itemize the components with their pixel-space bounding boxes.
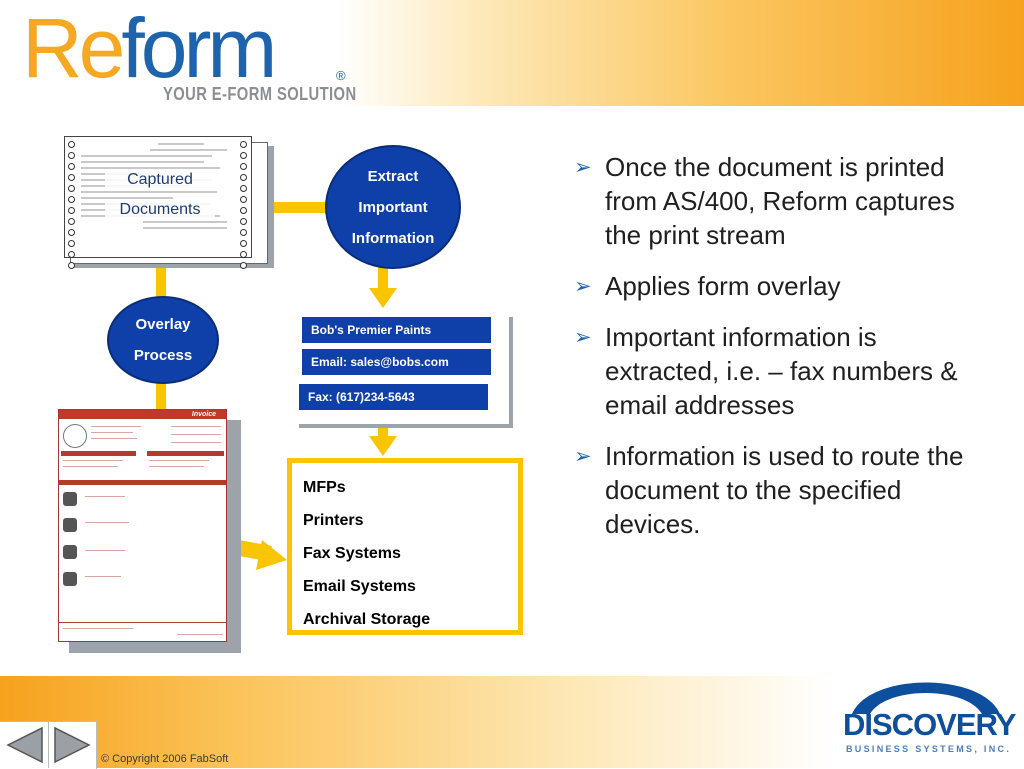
discovery-subtitle: BUSINESS SYSTEMS, INC. (846, 744, 1012, 754)
captured-document: Captured Documents (64, 136, 252, 269)
product-icon (63, 518, 77, 532)
connector-doc-overlay (156, 256, 166, 300)
logo-wordmark: Reform (22, 1, 277, 95)
next-slide-button[interactable] (52, 726, 92, 764)
connector-overlay-invoice (156, 380, 166, 410)
device-mfps: MFPs (303, 479, 346, 496)
reform-logo: Reform ® YOUR E-FORM SOLUTION (22, 4, 382, 104)
registered-mark: ® (336, 68, 346, 83)
bullet-arrow-icon: ➢ (574, 156, 592, 179)
bullet-item: ➢Important information is extracted, i.e… (574, 322, 958, 420)
discovery-arch-icon (852, 682, 1000, 714)
arrow-to-devices-left (256, 540, 287, 570)
connector-extract-fields (378, 266, 388, 290)
bullet-item: ➢Applies form overlay (574, 269, 994, 303)
header-bar (0, 0, 1024, 106)
extract-bubble: Extract Important Information (325, 145, 461, 269)
tractor-holes-right (240, 141, 248, 269)
copyright-text: © Copyright 2006 FabSoft (101, 753, 229, 765)
captured-label-line1: Captured (105, 171, 215, 189)
discovery-wordmark: DISCOVERY (843, 707, 1016, 742)
devices-box: MFPs Printers Fax Systems Email Systems … (287, 458, 523, 635)
bullet-arrow-icon: ➢ (574, 275, 592, 298)
field-company: Bob's Premier Paints (302, 317, 491, 343)
bullet-item: ➢Once the document is printed from AS/40… (574, 152, 955, 250)
connector-fields-devices (378, 424, 388, 438)
bullet-arrow-icon: ➢ (574, 445, 592, 468)
product-icon (63, 572, 77, 586)
logo-tagline: YOUR E-FORM SOLUTION (163, 84, 357, 104)
product-icon (63, 492, 77, 506)
invoice-title: Invoice (59, 410, 226, 419)
bullet-arrow-icon: ➢ (574, 326, 592, 349)
prev-slide-button[interactable] (5, 726, 45, 764)
device-fax: Fax Systems (303, 545, 401, 562)
print-lines (81, 143, 235, 251)
connector-doc-extract (272, 202, 334, 213)
overlay-bubble: Overlay Process (107, 296, 219, 384)
bullet-item: ➢Information is used to route the docume… (574, 441, 964, 539)
arrow-to-devices (369, 436, 397, 456)
nav-divider (48, 722, 49, 768)
device-printers: Printers (303, 512, 364, 529)
invoice-document: Invoice (58, 409, 227, 642)
footer-bar (0, 676, 832, 768)
bullet-list: ➢Once the document is printed from AS/40… (574, 150, 994, 558)
product-icon (63, 545, 77, 559)
captured-label-line2: Documents (105, 201, 215, 219)
field-fax: Fax: (617)234-5643 (299, 384, 488, 410)
field-email: Email: sales@bobs.com (302, 349, 491, 375)
discovery-logo: DISCOVERY BUSINESS SYSTEMS, INC. (838, 662, 1016, 762)
device-email: Email Systems (303, 578, 416, 595)
globe-icon (63, 424, 87, 448)
arrow-to-fields (369, 288, 397, 308)
device-archival: Archival Storage (303, 611, 431, 628)
extracted-fields-panel: Bob's Premier Paints Email: sales@bobs.c… (295, 313, 509, 424)
tractor-holes-left (68, 141, 76, 269)
